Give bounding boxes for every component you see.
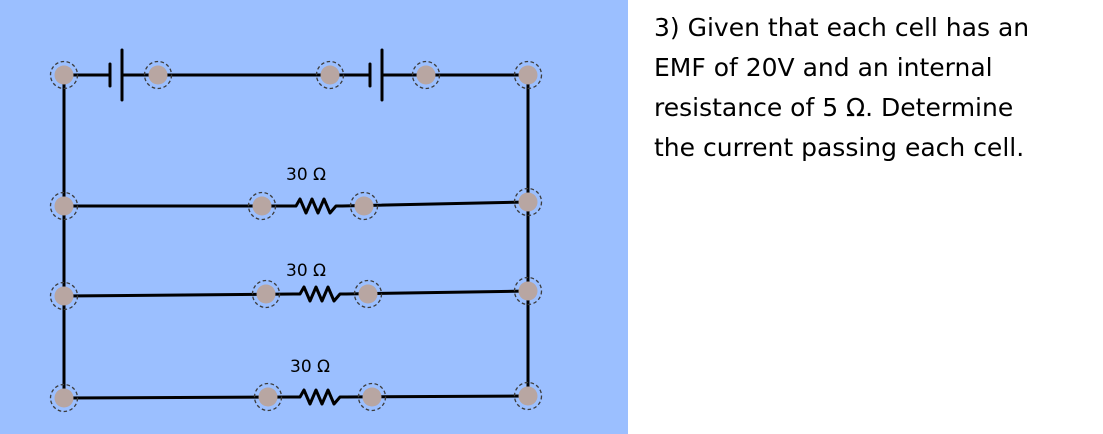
wire-branch-2-left — [62, 292, 296, 298]
connection-node — [349, 191, 379, 221]
connection-node — [49, 281, 79, 311]
battery-cell-icon — [368, 48, 384, 102]
resistor-icon — [292, 388, 348, 406]
connection-node — [513, 276, 543, 306]
connection-node — [513, 381, 543, 411]
circuit-diagram: 30 Ω 30 Ω 30 Ω — [0, 0, 628, 434]
battery-cell-icon — [108, 48, 124, 102]
connection-node — [49, 383, 79, 413]
question-text: 3) Given that each cell has an EMF of 20… — [654, 13, 1030, 162]
connection-node — [251, 279, 281, 309]
resistor-icon — [288, 197, 344, 215]
connection-node — [247, 191, 277, 221]
connection-node — [143, 60, 173, 90]
resistor-label: 30 Ω — [286, 261, 326, 281]
connection-node — [357, 382, 387, 412]
resistor-label: 30 Ω — [290, 357, 330, 377]
connection-node — [411, 60, 441, 90]
wire-branch-3-left — [62, 395, 296, 400]
resistor-icon — [292, 285, 348, 303]
connection-node — [49, 191, 79, 221]
connection-node — [513, 60, 543, 90]
connection-node — [513, 187, 543, 217]
connection-node — [253, 382, 283, 412]
resistor-label: 30 Ω — [286, 165, 326, 185]
connection-node — [353, 279, 383, 309]
connection-node — [49, 60, 79, 90]
connection-nodes — [49, 60, 543, 413]
connection-node — [315, 60, 345, 90]
